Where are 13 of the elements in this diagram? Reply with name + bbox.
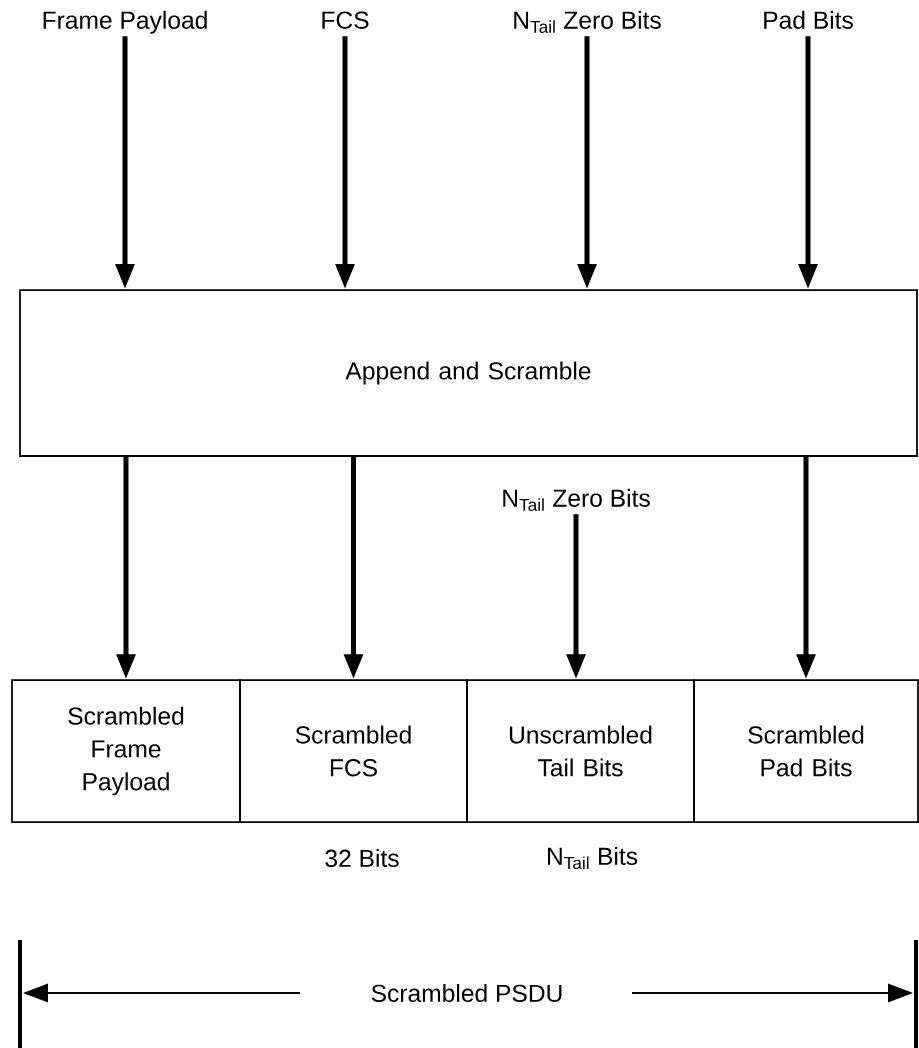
input-label: N$_{Tail}$ Zero Bits [503,488,650,511]
field-cell: Unscrambled Tail Bits [466,679,695,823]
dimension-label: Scrambled PSDU [371,984,562,1003]
field-cell: Scrambled Frame Payload [11,679,241,823]
input-label: Frame Payload [43,10,207,34]
field-cell: Scrambled Pad Bits [693,679,919,823]
input-label: Pad Bits [764,10,853,29]
input-label: N$_{Tail}$ Zero Bits [514,10,661,33]
size-label: 32 Bits [325,849,399,868]
input-label: FCS [322,11,369,29]
size-label: N$_{Tail}$ Bits [548,846,638,870]
process-box: Append and Scramble [19,289,918,457]
field-cell: Scrambled FCS [239,679,468,823]
